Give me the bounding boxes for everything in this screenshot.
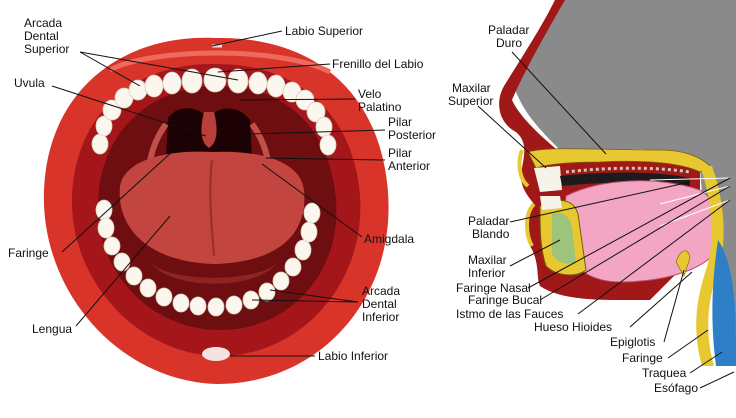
label-velo: Velo Palatino: [358, 87, 402, 114]
label-frenillo: Frenillo del Labio: [332, 57, 424, 71]
mouth-front-view: [44, 38, 389, 384]
label-hueso-hioides: Hueso Hioides: [534, 320, 612, 334]
label-paladar-duro: Paladar Duro: [488, 23, 533, 50]
label-faringe-sagittal: Faringe: [622, 351, 663, 365]
label-maxilar-inferior: Maxilar Inferior: [468, 253, 510, 280]
label-labio-superior: Labio Superior: [285, 24, 363, 38]
label-amigdala: Amigdala: [364, 232, 414, 246]
leader-esofago: [700, 372, 734, 388]
label-pilar-posterior: Pilar Posterior: [388, 115, 436, 142]
label-arcada-inferior: Arcada Dental Inferior: [362, 284, 403, 324]
lower-frenulum-mark: [202, 347, 230, 361]
label-istmo: Istmo de las Fauces: [456, 307, 563, 321]
label-faringe-bucal: Faringe Bucal: [468, 293, 542, 307]
label-traquea: Traquea: [642, 366, 687, 380]
label-uvula: Uvula: [14, 76, 45, 90]
lower-teeth-profile: [540, 196, 562, 210]
label-esofago: Esófago: [654, 381, 698, 395]
label-labio-inferior: Labio Inferior: [318, 349, 388, 363]
label-paladar-blando: Paladar Blando: [468, 214, 513, 241]
label-arcada-superior: Arcada Dental Superior: [24, 16, 69, 56]
label-maxilar-superior: Maxilar Superior: [448, 81, 494, 108]
label-epiglotis: Epiglotis: [610, 335, 655, 349]
label-faringe-front: Faringe: [8, 246, 49, 260]
label-lengua: Lengua: [32, 322, 72, 336]
label-pilar-anterior: Pilar Anterior: [388, 146, 430, 173]
